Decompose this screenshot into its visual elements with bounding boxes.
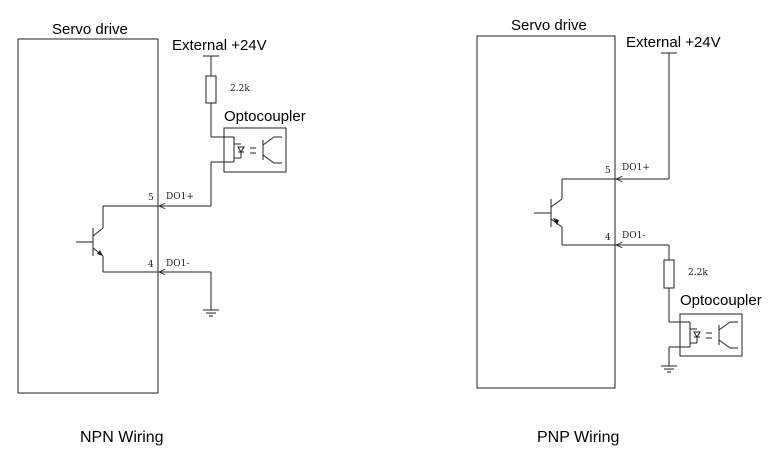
ground-icon-npn [203, 309, 219, 317]
resistor-label-pnp: 2.2k [688, 268, 708, 278]
resistor-npn [205, 75, 217, 104]
servo-drive-box-pnp [476, 35, 616, 389]
external-24v-label-npn: External +24V [172, 37, 267, 54]
pnp-diagram: Servo drive External +24V 5 DO1+ 4 DO1- … [476, 17, 762, 446]
optocoupler-led-icon [689, 322, 712, 347]
optocoupler-phototransistor-icon [718, 321, 738, 349]
do1-plus-label-npn: DO1+ [166, 192, 194, 202]
pin4-label-npn: 4 [148, 260, 154, 270]
ground-icon-pnp [661, 365, 677, 373]
external-24v-label-pnp: External +24V [626, 34, 721, 51]
pin4-label-pnp: 4 [605, 233, 611, 243]
npn-caption: NPN Wiring [80, 429, 164, 446]
pin5-label-npn: 5 [148, 193, 154, 203]
servo-drive-label-npn: Servo drive [52, 21, 128, 38]
optocoupler-label-npn: Optocoupler [224, 108, 306, 125]
pnp-transistor-icon [534, 178, 615, 246]
npn-transistor-icon [76, 205, 158, 273]
pnp-caption: PNP Wiring [537, 429, 619, 446]
optocoupler-label-pnp: Optocoupler [680, 292, 762, 309]
resistor-label-npn: 2.2k [230, 84, 250, 94]
do1-minus-label-npn: DO1- [166, 259, 189, 269]
optocoupler-led-icon [233, 137, 256, 162]
optocoupler-npn [223, 127, 287, 173]
servo-drive-label-pnp: Servo drive [511, 17, 587, 34]
npn-diagram: Servo drive External +24V 2.2k Optocoupl… [17, 21, 306, 446]
resistor-pnp [663, 259, 675, 289]
pin5-label-pnp: 5 [605, 166, 611, 176]
optocoupler-phototransistor-icon [262, 136, 282, 164]
servo-drive-box-npn [17, 38, 159, 394]
do1-plus-label-pnp: DO1+ [622, 163, 650, 173]
do1-minus-label-pnp: DO1- [622, 231, 645, 241]
optocoupler-pnp [679, 313, 743, 357]
